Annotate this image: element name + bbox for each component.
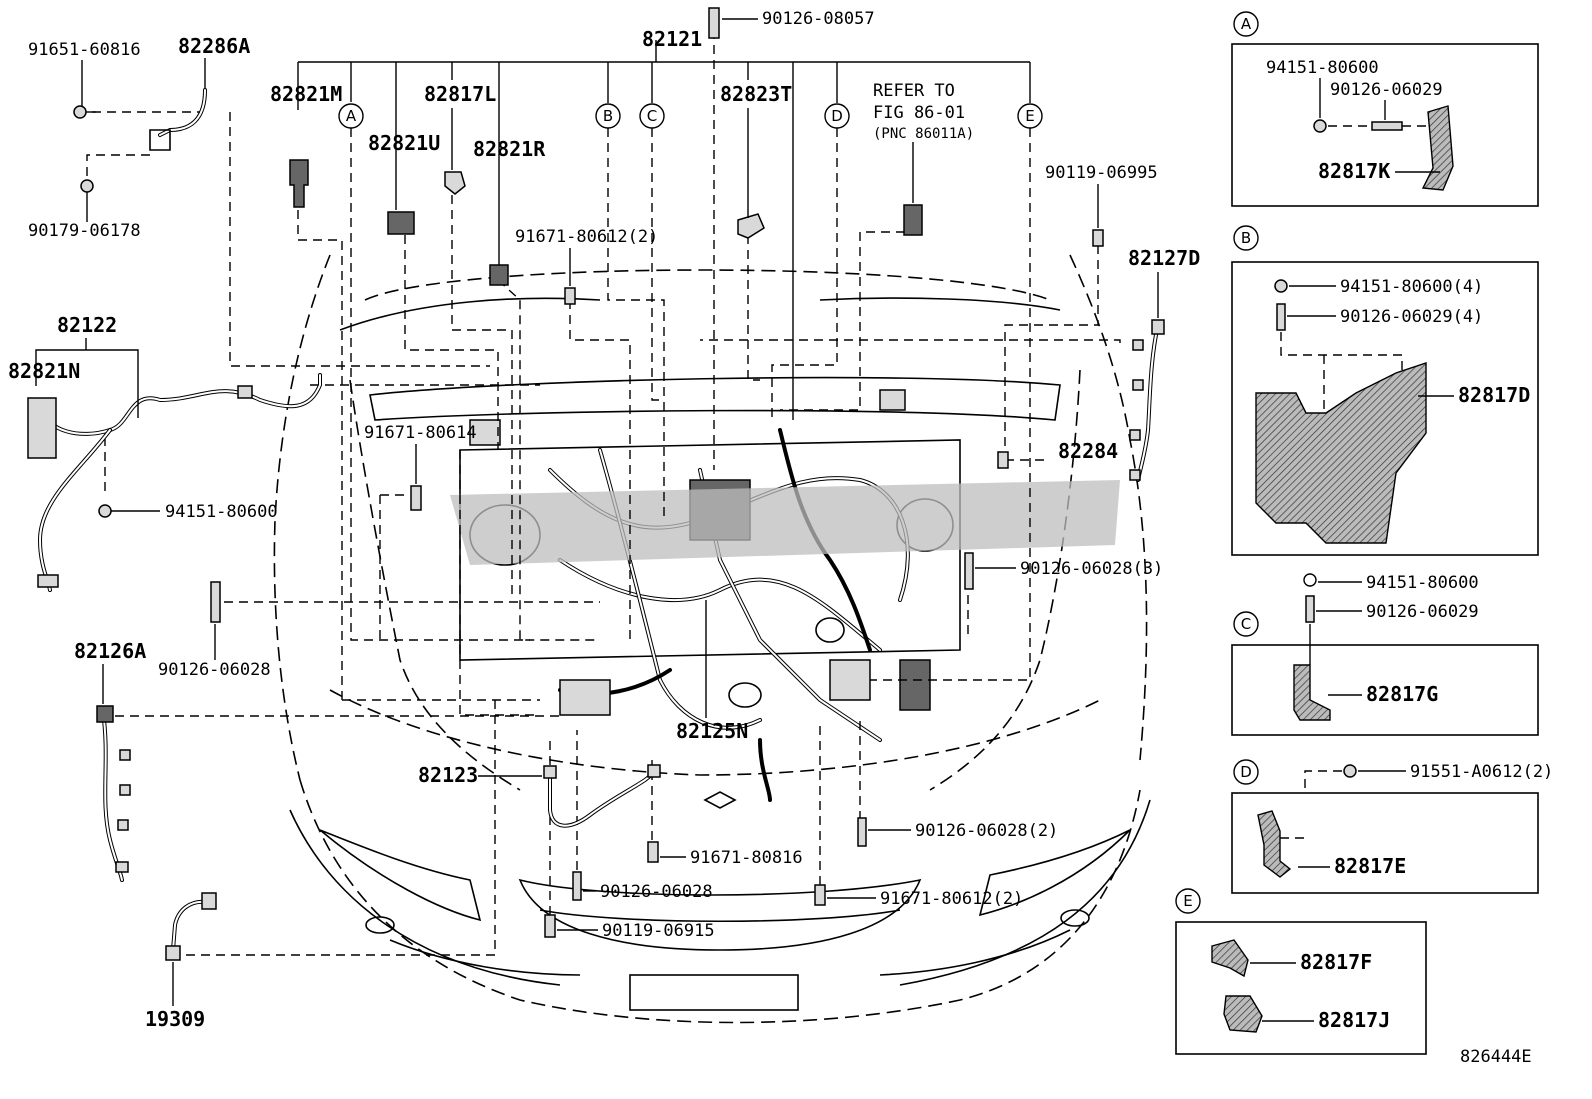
label-91651-60816: 91651-60816 <box>28 40 141 60</box>
inset-e-label-82817F: 82817F <box>1300 950 1372 974</box>
label-90126-08057: 90126-08057 <box>762 9 875 29</box>
svg-text:E: E <box>1025 107 1034 125</box>
svg-text:B: B <box>1241 229 1251 247</box>
svg-text:C: C <box>1241 615 1251 633</box>
label-90126-06028-bottom: 90126-06028 <box>600 882 713 902</box>
label-82823T: 82823T <box>720 82 792 106</box>
label-82121: 82121 <box>642 27 702 51</box>
inset-c-label-94151-80600: 94151-80600 <box>1366 573 1479 593</box>
svg-text:A: A <box>1241 15 1252 33</box>
inset-c-label-82817G: 82817G <box>1366 682 1438 706</box>
inset-e: E 82817F 82817J <box>1175 888 1427 1055</box>
svg-text:D: D <box>831 107 843 125</box>
inset-b-label-94151-80600-4: 94151-80600(4) <box>1340 277 1483 297</box>
label-82821M: 82821M <box>270 82 342 106</box>
watermark <box>450 480 1120 565</box>
inset-b-label-90126-06029-4: 90126-06029(4) <box>1340 307 1483 327</box>
callout-c: C <box>639 103 665 129</box>
label-91671-80612-2-bottom: 91671-80612(2) <box>880 889 1023 909</box>
inset-b-label-82817D: 82817D <box>1458 383 1530 407</box>
label-90119-06915: 90119-06915 <box>602 921 715 941</box>
label-90179-06178: 90179-06178 <box>28 221 141 241</box>
svg-text:E: E <box>1183 892 1192 910</box>
label-90126-06028-2: 90126-06028(2) <box>915 821 1058 841</box>
label-90126-06028-3: 90126-06028(3) <box>1020 559 1163 579</box>
label-82284: 82284 <box>1058 439 1118 463</box>
refer-note-line-2: FIG 86-01 <box>873 103 965 123</box>
label-82817L: 82817L <box>424 82 496 106</box>
main-part-labels: 82121 90126-08057 91651-60816 82286A 901… <box>8 9 1200 1031</box>
refer-note-line-3: (PNC 86011A) <box>873 126 974 142</box>
inset-a: A 94151-80600 90126-06029 82817K <box>1231 11 1539 207</box>
inset-c: 94151-80600 90126-06029 C 82817G <box>1231 573 1539 736</box>
label-82126A: 82126A <box>74 639 146 663</box>
label-82127D: 82127D <box>1128 246 1200 270</box>
label-82123: 82123 <box>418 763 478 787</box>
label-82125N: 82125N <box>676 719 748 743</box>
inset-c-label-90126-06029: 90126-06029 <box>1366 602 1479 622</box>
label-19309: 19309 <box>145 1007 205 1031</box>
inset-d-label-82817E: 82817E <box>1334 854 1406 878</box>
inset-d: D 91551-A0612(2) 82817E <box>1231 759 1553 894</box>
svg-text:A: A <box>346 107 357 125</box>
label-82122: 82122 <box>57 313 117 337</box>
label-94151-80600: 94151-80600 <box>165 502 278 522</box>
label-82821R: 82821R <box>473 137 546 161</box>
inset-d-label-91551-A0612-2: 91551-A0612(2) <box>1410 762 1553 782</box>
callout-circles: A B C D E <box>338 103 1043 129</box>
label-90119-06995: 90119-06995 <box>1045 163 1158 183</box>
inset-a-label-90126-06029: 90126-06029 <box>1330 80 1443 100</box>
label-91671-80816: 91671-80816 <box>690 848 803 868</box>
callout-a: A <box>338 103 364 129</box>
svg-text:C: C <box>647 107 657 125</box>
inset-e-label-82817J: 82817J <box>1318 1008 1390 1032</box>
svg-text:D: D <box>1240 763 1252 781</box>
inset-b: B 94151-80600(4) 90126-06029(4) 82817D <box>1231 225 1539 556</box>
main-harness-leader-lines <box>104 30 1121 956</box>
label-82286A: 82286A <box>178 34 250 58</box>
label-91671-80614: 91671-80614 <box>364 423 477 443</box>
vehicle-body-outline <box>273 254 1151 1024</box>
fastener-parts <box>73 7 1104 938</box>
label-90126-06028-left: 90126-06028 <box>158 660 271 680</box>
figure-code: 826444E <box>1460 1047 1532 1067</box>
label-82821N: 82821N <box>8 359 80 383</box>
inset-a-label-94151-80600: 94151-80600 <box>1266 58 1379 78</box>
label-82821U: 82821U <box>368 131 440 155</box>
label-91671-80612-2-top: 91671-80612(2) <box>515 227 658 247</box>
callout-b: B <box>595 103 621 129</box>
callout-d: D <box>824 103 850 129</box>
svg-text:B: B <box>603 107 613 125</box>
inset-a-label-82817K: 82817K <box>1318 159 1390 183</box>
callout-e: E <box>1017 103 1043 129</box>
refer-note-line-1: REFER TO <box>873 81 955 101</box>
sub-harnesses <box>27 88 1165 961</box>
